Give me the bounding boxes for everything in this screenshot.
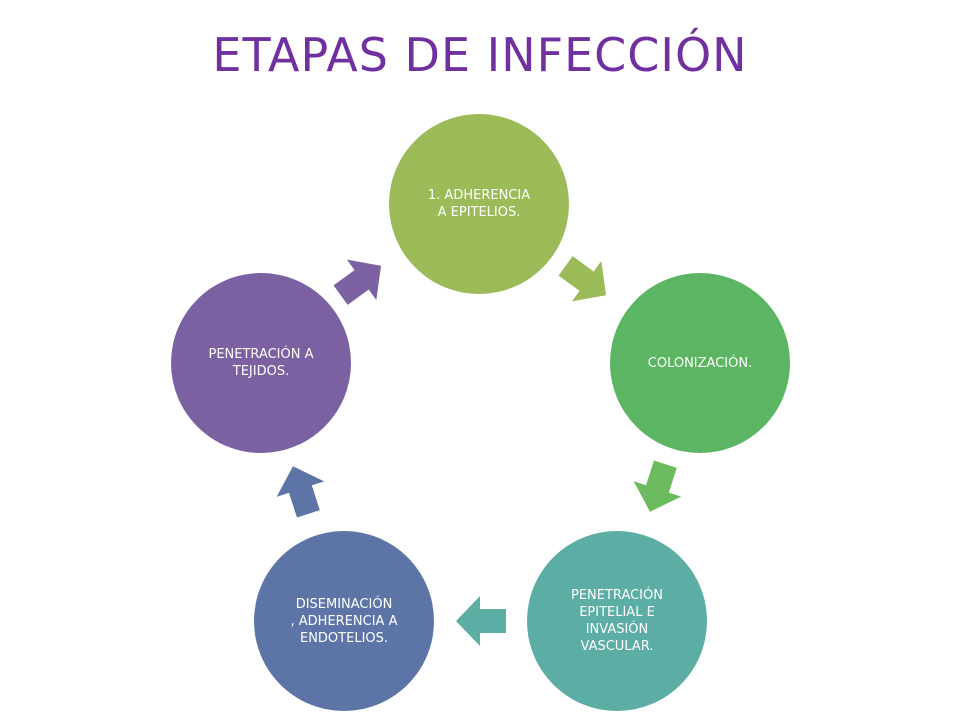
cycle-arrow-colonizacion-to-penetracion-epitelial (633, 460, 682, 512)
cycle-node-label-diseminacion: DISEMINACIÓN , ADHERENCIA A ENDOTELIOS. (290, 596, 398, 646)
cycle-arrow-penetracion-epitelial-to-diseminacion (456, 596, 506, 646)
cycle-node-adherencia (389, 114, 569, 294)
slide-title: ETAPAS DE INFECCIÓN (212, 28, 748, 82)
cycle-node-colonizacion (610, 273, 790, 453)
cycle-node-label-colonizacion: COLONIZACIÓN. (647, 355, 753, 371)
cycle-node-label-adherencia: 1. ADHERENCIA A EPITELIOS. (427, 188, 531, 220)
cycle-arrow-adherencia-to-colonizacion (558, 256, 607, 302)
cycle-arrow-penetracion-tejidos-to-adherencia (333, 259, 382, 305)
cycle-node-label-penetracion-epitelial: PENETRACIÓN EPITELIAL E INVASIÓN VASCULA… (571, 588, 663, 654)
cycle-node-label-penetracion-tejidos: PENETRACIÓN A TEJIDOS. (208, 347, 314, 379)
cycle-node-penetracion-tejidos (171, 273, 351, 453)
cycle-node-diseminacion (254, 531, 434, 711)
cycle-arrow-diseminacion-to-penetracion-tejidos (276, 466, 325, 518)
cycle-node-penetracion-epitelial (527, 531, 707, 711)
